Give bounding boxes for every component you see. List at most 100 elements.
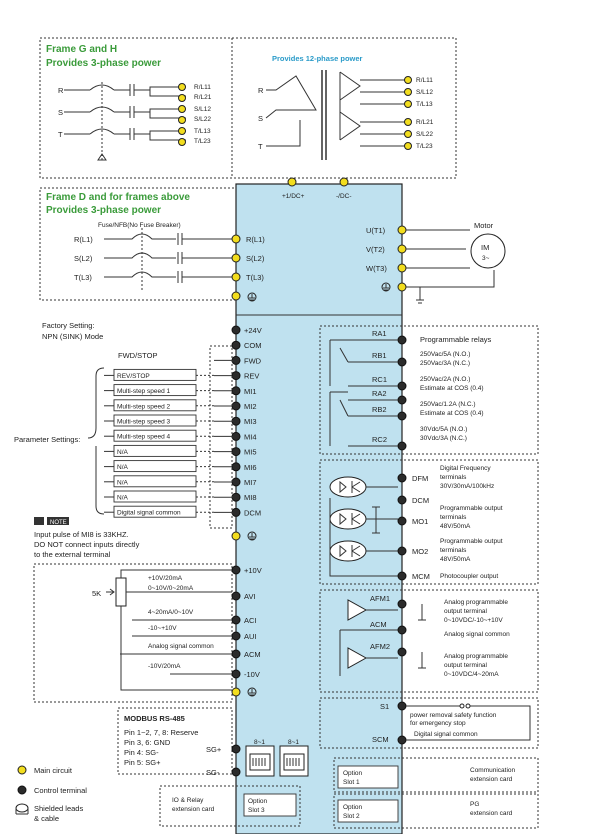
parameter-item-label: N/A: [117, 479, 129, 486]
relay-spec-3: 250Vac/2A (N.O.): [420, 376, 470, 383]
control-terminal-rev: [231, 371, 241, 381]
option-slots: Option Slot 1 Communication extension ca…: [159, 757, 539, 829]
fuse-label: Fuse/NFB(No Fuse Breaker): [98, 222, 181, 229]
ground-terminal-out: [397, 282, 407, 292]
relay-spec-1: 250Vac/5A (N.O.): [420, 351, 470, 358]
control-terminal-label: DCM: [244, 508, 261, 517]
terminal-v-t2: [397, 244, 407, 254]
legend-control-terminal: Control terminal: [34, 786, 87, 795]
control-terminal-mi3: [231, 416, 241, 426]
parameter-item-label: REV/STOP: [117, 373, 150, 380]
analog-input-desc: 4~20mA/0~10V: [148, 609, 194, 616]
rj45-port-icon: [279, 745, 309, 777]
digital-output-terminal-mcm: [397, 571, 407, 581]
analog-input-desc: +10V/20mA: [148, 575, 183, 582]
parameter-settings-label: Parameter Settings:: [14, 435, 80, 444]
power-outputs: U(T1) V(T2) W(T3) Motor IM 3~: [366, 221, 506, 304]
note-badge: NOTE: [50, 520, 67, 526]
scm-label: SCM: [372, 735, 389, 744]
relay-terminal-rb1: [397, 357, 407, 367]
digital-output-terminal-dcm: [397, 495, 407, 505]
pi-label-s: S(L2): [246, 254, 265, 263]
po-label-u: U(T1): [366, 226, 386, 235]
tp-term-1: [404, 76, 412, 84]
slot3-line1: Option: [248, 798, 268, 805]
sg-plus-terminal: [231, 744, 241, 754]
drive-body: [235, 183, 403, 834]
gh-term-t-l23: [178, 138, 186, 146]
parameter-item-label: Multi-step speed 2: [117, 403, 170, 410]
safety-desc-2: for emergency stop: [410, 720, 466, 727]
modbus-line2: Pin 3, 6: GND: [124, 738, 171, 747]
gh-term-t-l13: [178, 127, 186, 135]
relay-terminal-label: RC1: [372, 375, 387, 384]
control-inputs-section: Factory Setting: NPN (SINK) Mode +24VCOM…: [14, 321, 262, 559]
digital-output-label: MCM: [412, 572, 430, 581]
afm2-desc-1: Analog programmable: [444, 653, 508, 660]
afm1-desc-1: Analog programmable: [444, 599, 508, 606]
control-terminal-mi1: [231, 386, 241, 396]
safety-section: S1 SCM power removal safety function for…: [319, 697, 539, 749]
gh-term-r-l21: [178, 94, 186, 102]
analog-output-label: ACM: [370, 620, 387, 629]
option-slot-1: [337, 765, 399, 789]
gh-term-s-l12: [178, 105, 186, 113]
io-card-line2: extension card: [172, 806, 215, 813]
modbus-line4: Pin 5: SG+: [124, 758, 161, 767]
option-slot-3: [243, 793, 297, 817]
tp-term-3: [404, 100, 412, 108]
rj45-port-icon: [245, 745, 275, 777]
digital-output-label: MO2: [412, 547, 428, 556]
ground-icon: [247, 687, 257, 697]
parameter-item-label: N/A: [117, 495, 129, 502]
tp-out-1: R/L11: [416, 77, 433, 84]
gh-out-t-l13: T/L13: [194, 128, 211, 135]
terminal-s-l2: [231, 253, 241, 263]
factory-setting-line2: NPN (SINK) Mode: [42, 332, 103, 341]
motor-icon: [470, 233, 506, 269]
digital-output-label: MO1: [412, 517, 428, 526]
control-terminal-label: MI4: [244, 432, 257, 441]
motor-label: Motor: [474, 221, 494, 230]
modbus-title: MODBUS RS-485: [124, 714, 185, 723]
pg-card-line1: PG: [470, 801, 479, 808]
optocoupler-icon: [329, 540, 367, 562]
sg-minus-label: SG-: [206, 768, 220, 777]
legend: Main circuit Control terminal Shielded l…: [15, 765, 87, 823]
ground-terminal-ctrl: [231, 531, 241, 541]
analog-input-section: +10VAVIACIAUIACM-10V+10V/20mA0~10V/0~20m…: [33, 563, 262, 703]
potentiometer-icon: [106, 569, 232, 691]
control-terminal-label: MI6: [244, 463, 257, 472]
gh-out-r-l21: R/L21: [194, 94, 212, 101]
modbus-section: MODBUS RS-485 Pin 1~2, 7, 8: Reserve Pin…: [117, 707, 309, 777]
fwd-stop-label: FWD/STOP: [118, 351, 157, 360]
pi-label-r: R(L1): [246, 235, 265, 244]
tp-term-5: [404, 130, 412, 138]
comm-card-line1: Communication: [470, 767, 516, 774]
analog-output-terminal-afm1: [397, 599, 407, 609]
relay-terminal-rc1: [397, 381, 407, 391]
option-slot-2: [337, 799, 399, 823]
analog-input-desc: -10V/20mA: [148, 663, 181, 670]
terminal-r-l1: [231, 234, 241, 244]
port1-pin-label: 8~1: [254, 739, 265, 746]
analog-terminal-column: +10VAVIACIAUIACM-10V+10V/20mA0~10V/0~20m…: [120, 565, 262, 697]
analog-terminal-label: AVI: [244, 592, 256, 601]
digital-output-label: DCM: [412, 496, 429, 505]
safety-common: Digital signal common: [414, 731, 478, 738]
ground-icon: [247, 292, 257, 302]
terminal-u-t1: [397, 225, 407, 235]
tp-out-5: S/L22: [416, 131, 433, 138]
analog-output-terminal-afm2: [397, 647, 407, 657]
control-terminal-label: MI5: [244, 448, 257, 457]
relay-terminal-label: RC2: [372, 435, 387, 444]
pot-label: 5K: [92, 589, 101, 598]
control-terminal-mi7: [231, 477, 241, 487]
modbus-line1: Pin 1~2, 7, 8: Reserve: [124, 728, 198, 737]
analog-output-terminal-acm: [397, 625, 407, 635]
tp-term-2: [404, 88, 412, 96]
tp-phase-s: S: [258, 114, 263, 123]
